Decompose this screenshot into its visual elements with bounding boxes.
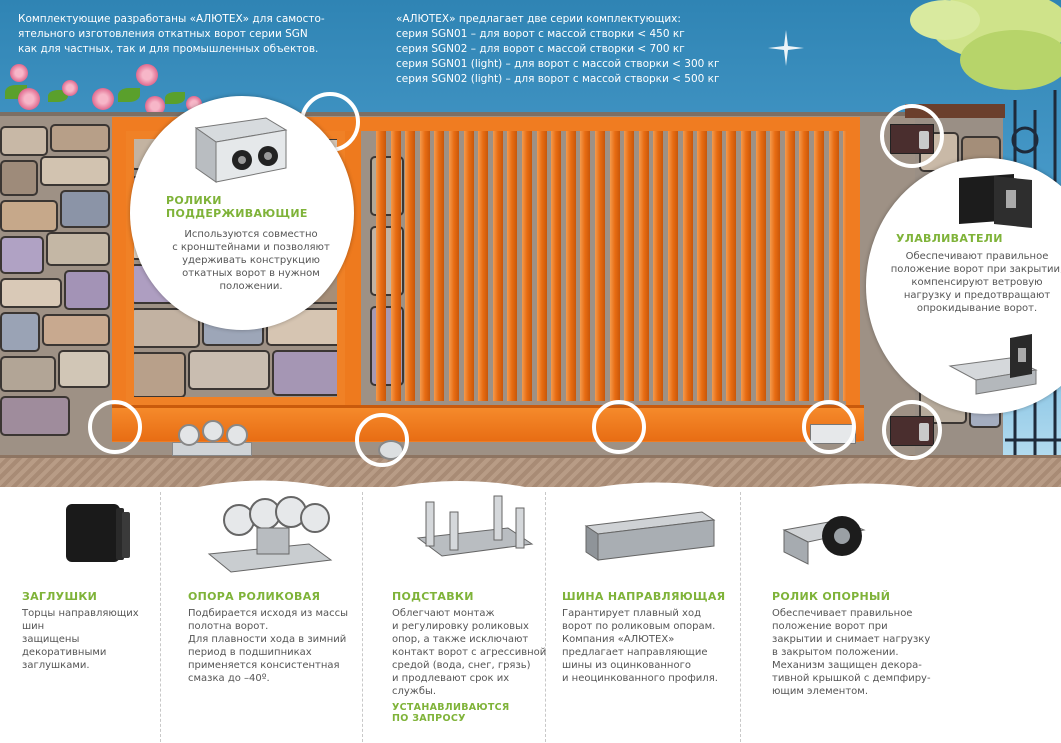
gate-slat [492,131,503,401]
catcher-bottom-image [948,334,1038,395]
gate-slat [814,131,824,401]
gate-slat [463,131,474,401]
catcher-top-image [959,174,1032,228]
gate-slat [536,131,547,401]
product-description: Гарантирует плавный ход ворот по роликов… [562,608,718,684]
tree-decoration [890,0,1061,100]
gate-slat [551,131,562,401]
catchers-callout: УЛАВЛИВАТЕЛИ Обеспечивают правильное пол… [866,158,1061,414]
gate-slat [507,131,518,401]
gate-slat [755,131,766,401]
gate-slat [741,131,751,401]
rollers-callout: РОЛИКИ ПОДДЕРЖИВАЮЩИЕ Используются совме… [130,96,354,330]
gate-slat [682,131,693,401]
gate-slat [580,131,591,401]
gate-slat [784,131,795,401]
gate-slat [668,131,678,401]
gate-slat [390,131,401,401]
separator [160,492,161,742]
gate-slat [522,131,532,401]
sparkle-icon [768,30,804,66]
product-title: ПОДСТАВКИ [392,590,474,603]
separator [545,492,546,742]
gate-slat [405,131,416,401]
product-description: Подбирается исходя из массы полотна воро… [188,608,349,684]
gate-slat [478,131,489,401]
gate-slat [770,131,781,401]
product-title: ОПОРА РОЛИКОВАЯ [188,590,321,603]
gate-slat [828,131,839,401]
guide-rail-image [584,511,716,561]
gate-roller-support [172,420,252,458]
highlight-ring-rail [592,400,646,454]
product-description: Облегчают монтаж и регулировку роликовых… [392,608,547,697]
highlight-ring-stand [355,413,409,467]
gate-slat [726,131,737,401]
highlight-ring-cap [88,400,142,454]
gate-slat [609,131,620,401]
rollers-title: РОЛИКИ ПОДДЕРЖИВАЮЩИЕ [166,194,308,220]
roller-support-image [207,496,333,573]
intro-text: Комплектующие разработаны «АЛЮТЕХ» для с… [18,13,325,55]
product-guide-rail: ШИНА НАПРАВЛЯЮЩАЯ Гарантирует плавный хо… [562,590,737,685]
separator [740,492,741,742]
rollers-description: Используются совместно с кронштейнами и … [172,229,330,292]
gate-slat [624,131,635,401]
gate-slat [595,131,605,401]
products-panel [0,498,1061,743]
product-description: Торцы направляющих шин защищены декорати… [22,608,139,671]
product-description: Обеспечивает правильное положение ворот … [772,608,931,697]
gate-slat [434,131,445,401]
product-support-roller: РОЛИК ОПОРНЫЙ Обеспечивает правильное по… [772,590,942,698]
gate-slat [799,131,810,401]
end-cap-image [66,504,130,562]
support-rollers-image [194,117,288,183]
gate-slat [697,131,708,401]
series-text: «АЛЮТЕХ» предлагает две серии комплектую… [396,13,720,85]
gate-slat [376,131,386,401]
catchers-description: Обеспечивают правильное положение ворот … [890,251,1061,314]
separator [362,492,363,742]
highlight-ring-support-roller [802,400,856,454]
product-stands: ПОДСТАВКИ Облегчают монтаж и регулировку… [392,590,552,724]
support-roller-image [782,516,866,565]
product-title: РОЛИК ОПОРНЫЙ [772,590,891,603]
highlight-ring-lower-catcher [882,400,942,460]
product-roller-support: ОПОРА РОЛИКОВАЯ Подбирается исходя из ма… [188,590,358,685]
stand-image [416,495,534,557]
highlight-ring-upper-catcher [880,104,944,168]
product-end-caps: ЗАГЛУШКИ Торцы направляющих шин защищены… [22,590,162,672]
product-title: ШИНА НАПРАВЛЯЮЩАЯ [562,590,726,603]
ground-strip [0,455,1061,487]
gate-slat [419,131,430,401]
product-note: УСТАНАВЛИВАЮТСЯ ПО ЗАПРОСУ [392,702,510,724]
catchers-title: УЛАВЛИВАТЕЛИ [896,232,1003,245]
roses-decoration [0,60,215,120]
product-title: ЗАГЛУШКИ [22,590,98,603]
gate-slat [449,131,459,401]
gate-slat [565,131,576,401]
gate-slat [653,131,664,401]
gate-slat [711,131,722,401]
gate-slat [638,131,649,401]
